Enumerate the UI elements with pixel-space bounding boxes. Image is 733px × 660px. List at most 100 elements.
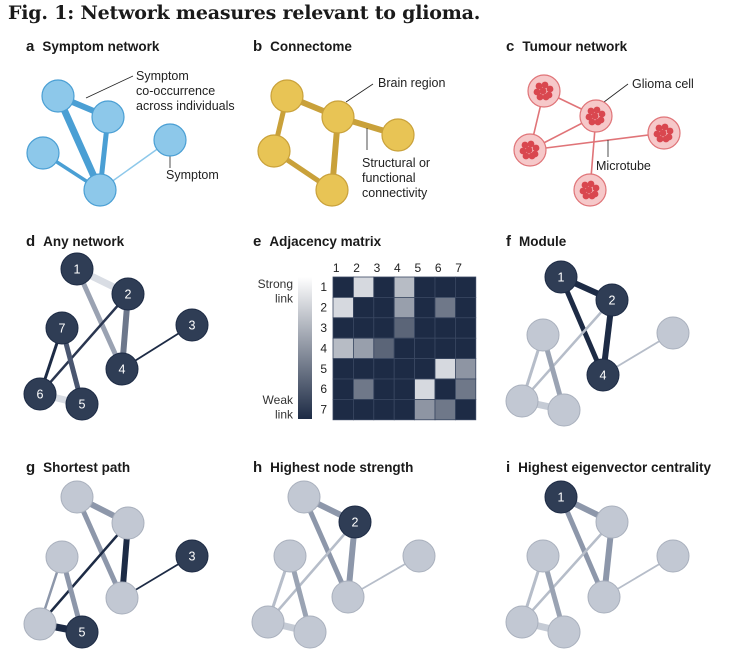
network-node (547, 393, 581, 427)
panel-g-letter: g (26, 459, 36, 476)
network-node (526, 539, 560, 573)
panel-d-letter: d (26, 233, 36, 250)
matrix-cell (454, 337, 477, 360)
svg-text:3: 3 (189, 319, 196, 333)
matrix-cell (393, 398, 416, 421)
network-node (656, 316, 690, 350)
matrix-cell (434, 317, 456, 339)
matrix-cell (414, 296, 436, 319)
svg-text:6: 6 (37, 388, 44, 402)
edge-callout-text: Microtube (596, 159, 651, 173)
panel-c-tumour-network: Glioma cell Microtube (513, 74, 694, 207)
matrix-column-label: 2 (353, 261, 360, 275)
matrix-cell (332, 398, 354, 421)
glioma-cell (513, 133, 547, 167)
network-node (505, 605, 539, 639)
matrix-cell (454, 398, 477, 421)
edge (558, 276, 606, 376)
edge (267, 521, 356, 623)
matrix-cell (352, 337, 375, 360)
panel-a-letter: a (26, 38, 35, 55)
svg-text:4: 4 (600, 369, 607, 383)
matrix-row-label: 5 (320, 362, 327, 376)
matrix-cells (332, 276, 477, 421)
path-node-3: 3 (175, 539, 209, 573)
matrix-cell (393, 317, 416, 339)
brain-region-node (270, 79, 304, 113)
matrix-cell (352, 276, 375, 298)
svg-text:3: 3 (189, 550, 196, 564)
module-node-1: 1 (544, 260, 578, 294)
network-node (273, 539, 307, 573)
matrix-cell (454, 296, 477, 319)
edge (74, 267, 125, 371)
network-node-1: 1 (60, 252, 94, 286)
matrix-cell (434, 358, 456, 380)
network-node (402, 539, 436, 573)
svg-text:2: 2 (609, 294, 616, 308)
svg-text:7: 7 (59, 322, 66, 336)
svg-text:1: 1 (558, 491, 565, 505)
brain-region-node (315, 173, 349, 207)
symptom-node (83, 173, 117, 207)
matrix-cell (454, 317, 477, 339)
svg-text:1: 1 (558, 271, 565, 285)
panel-d-any-network: 1 2 3 4 5 6 7 (23, 252, 209, 421)
edge (301, 495, 351, 599)
glioma-cell (573, 173, 607, 207)
matrix-cell (393, 276, 416, 298)
matrix-cell (332, 317, 354, 339)
callout-line (85, 75, 134, 99)
panel-b-letter: b (253, 38, 263, 55)
edge (558, 496, 607, 598)
matrix-cell (393, 337, 416, 360)
svg-text:5: 5 (79, 626, 86, 640)
matrix-cell (414, 317, 436, 339)
matrix-row-label: 6 (320, 382, 327, 396)
panel-c-letter: c (506, 38, 515, 55)
network-node-6: 6 (23, 377, 57, 411)
svg-text:4: 4 (119, 363, 126, 377)
matrix-cell (373, 337, 395, 360)
panel-g-shortest-path: 3 5 (23, 480, 209, 649)
panel-i-title: Highest eigenvector centrality (518, 460, 711, 475)
brain-region-node (257, 134, 291, 168)
edge (74, 495, 125, 600)
path-node-5: 5 (65, 615, 99, 649)
panel-h-highest-node-strength: 2 (251, 480, 436, 649)
matrix-column-label: 6 (435, 261, 442, 275)
symptom-node (41, 79, 75, 113)
symptom-node (153, 123, 187, 157)
matrix-cell (393, 378, 416, 400)
network-node-2: 2 (111, 277, 145, 311)
network-node (287, 480, 321, 514)
panel-f-title: Module (519, 234, 567, 249)
matrix-row-label: 1 (320, 280, 327, 294)
matrix-cell (373, 317, 395, 339)
matrix-cell (393, 296, 416, 319)
network-node (251, 605, 285, 639)
matrix-cell (373, 378, 395, 400)
matrix-cell (332, 358, 354, 380)
panel-f-module: 1 2 4 (505, 260, 690, 427)
matrix-cell (352, 358, 375, 380)
matrix-cell (352, 317, 375, 339)
matrix-cell (352, 296, 375, 319)
matrix-cell (373, 398, 395, 421)
glioma-cell (579, 99, 613, 133)
matrix-column-label: 3 (374, 261, 381, 275)
central-node-1: 1 (544, 480, 578, 514)
matrix-cell (434, 276, 456, 298)
